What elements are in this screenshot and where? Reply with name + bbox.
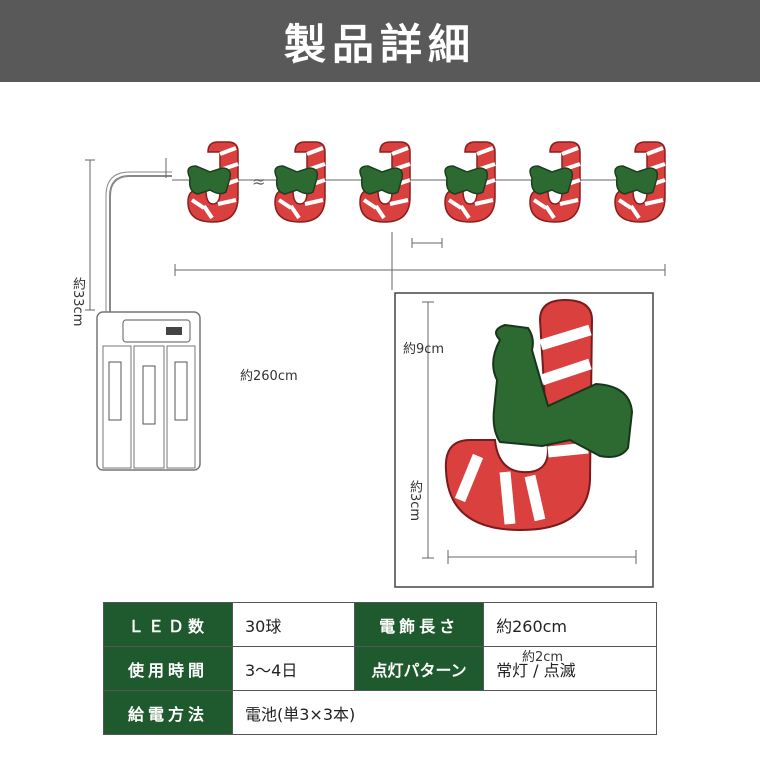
cord-length-label: 約33cm <box>70 277 85 327</box>
spec-value: 30球 <box>231 602 356 647</box>
spec-value: 常灯 / 点滅 <box>483 646 657 691</box>
spec-key: 使用時間 <box>103 646 233 691</box>
product-diagram: ≈ <box>0 82 760 665</box>
page-title: 製品詳細 <box>283 19 476 69</box>
spec-value: 電池(単3×3本) <box>232 690 657 735</box>
svg-text:≈: ≈ <box>252 172 265 191</box>
spec-value: 3〜4日 <box>231 646 356 691</box>
candy-cane-2 <box>273 140 327 224</box>
table-row: ＬＥＤ数 30球 電飾長さ 約260cm <box>103 602 657 647</box>
spec-value: 約260cm <box>483 602 657 647</box>
spec-key: ＬＥＤ数 <box>103 602 233 647</box>
table-row: 給電方法 電池(単3×3本) <box>103 690 657 735</box>
spec-key: 給電方法 <box>103 690 233 735</box>
power-cord <box>109 175 172 318</box>
battery-box <box>96 311 201 471</box>
candy-cane-5 <box>528 140 582 224</box>
header-bar: 製品詳細 <box>0 0 760 82</box>
candy-cane-4 <box>443 140 497 224</box>
spec-key: 電飾長さ <box>354 602 485 647</box>
spec-table: ＬＥＤ数 30球 電飾長さ 約260cm 使用時間 3〜4日 点灯パターン 常灯… <box>103 602 657 735</box>
spec-key: 点灯パターン <box>354 646 485 691</box>
candy-cane-1 <box>186 140 240 224</box>
table-row: 使用時間 3〜4日 点灯パターン 常灯 / 点滅 <box>103 646 657 691</box>
total-length-label: 約260cm <box>240 369 298 384</box>
candy-cane-6 <box>613 140 667 224</box>
motif-height-label: 約3cm <box>407 480 422 522</box>
spacing-label: 約9cm <box>403 342 445 357</box>
candy-cane-3 <box>358 140 412 224</box>
motif-detail <box>394 292 654 588</box>
